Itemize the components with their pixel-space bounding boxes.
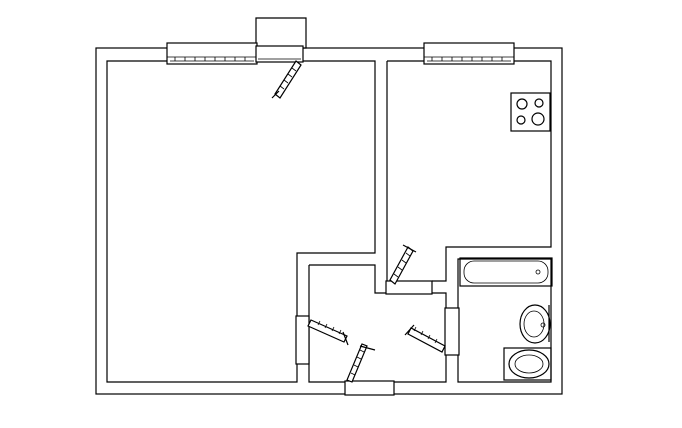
door-opening xyxy=(444,307,460,356)
bathtub-inner xyxy=(463,260,549,284)
living-room xyxy=(106,60,376,383)
bathtub-outer xyxy=(459,257,553,287)
door-hatch xyxy=(350,349,365,376)
bathtub-drain xyxy=(535,269,541,275)
door-handle xyxy=(271,90,280,99)
living-room-outline xyxy=(106,60,376,383)
stove-burner xyxy=(516,98,528,110)
sink-basin-inner xyxy=(523,310,545,338)
door-leaf xyxy=(407,327,446,353)
bathtub xyxy=(459,257,553,287)
door-hatch xyxy=(279,67,297,90)
door-leaf xyxy=(274,60,302,99)
door-handle xyxy=(404,324,415,336)
door-leaf xyxy=(389,246,414,285)
door-bathroom xyxy=(404,307,460,356)
window-living-room xyxy=(166,42,258,65)
window-frame xyxy=(423,42,515,65)
stove xyxy=(510,92,551,132)
door-entrance xyxy=(344,343,395,396)
door-opening xyxy=(295,315,310,365)
toilet-tank xyxy=(503,347,552,381)
toilet-bowl-inner xyxy=(514,354,544,374)
kitchen-wall-right xyxy=(387,60,552,282)
door-leaf xyxy=(307,319,348,343)
window-ticks xyxy=(431,57,503,61)
sink xyxy=(519,304,551,344)
hallway-wall-top xyxy=(309,264,387,294)
door-handle xyxy=(359,345,376,351)
stove-burner xyxy=(516,115,526,125)
door-handle xyxy=(402,244,417,253)
window-ticks xyxy=(174,57,246,61)
bathroom xyxy=(457,257,553,383)
door-hatch xyxy=(393,252,411,278)
sink-basin-outer xyxy=(519,304,551,344)
door-hatch xyxy=(413,326,438,344)
door-opening xyxy=(385,280,433,295)
windows xyxy=(166,42,515,65)
kitchen xyxy=(386,60,552,282)
balcony-box xyxy=(255,17,307,49)
doors xyxy=(271,60,460,396)
exterior-walls xyxy=(95,17,563,395)
balcony-door-opening xyxy=(255,45,304,63)
toilet xyxy=(503,347,552,381)
balcony-door-frame xyxy=(255,45,304,63)
door-handle xyxy=(342,331,349,346)
door-opening xyxy=(344,380,395,396)
door-balcony xyxy=(271,60,302,99)
outer-wall-outline xyxy=(95,47,563,395)
door-living-room xyxy=(295,315,349,365)
door-hatch xyxy=(317,320,342,335)
stove-burner xyxy=(534,98,544,108)
sink-tap xyxy=(540,322,546,328)
stove-body xyxy=(510,92,551,132)
window-kitchen xyxy=(423,42,515,65)
stove-burner xyxy=(531,112,545,126)
toilet-bowl-outer xyxy=(508,349,550,379)
door-kitchen xyxy=(385,244,433,295)
door-leaf xyxy=(346,343,368,383)
